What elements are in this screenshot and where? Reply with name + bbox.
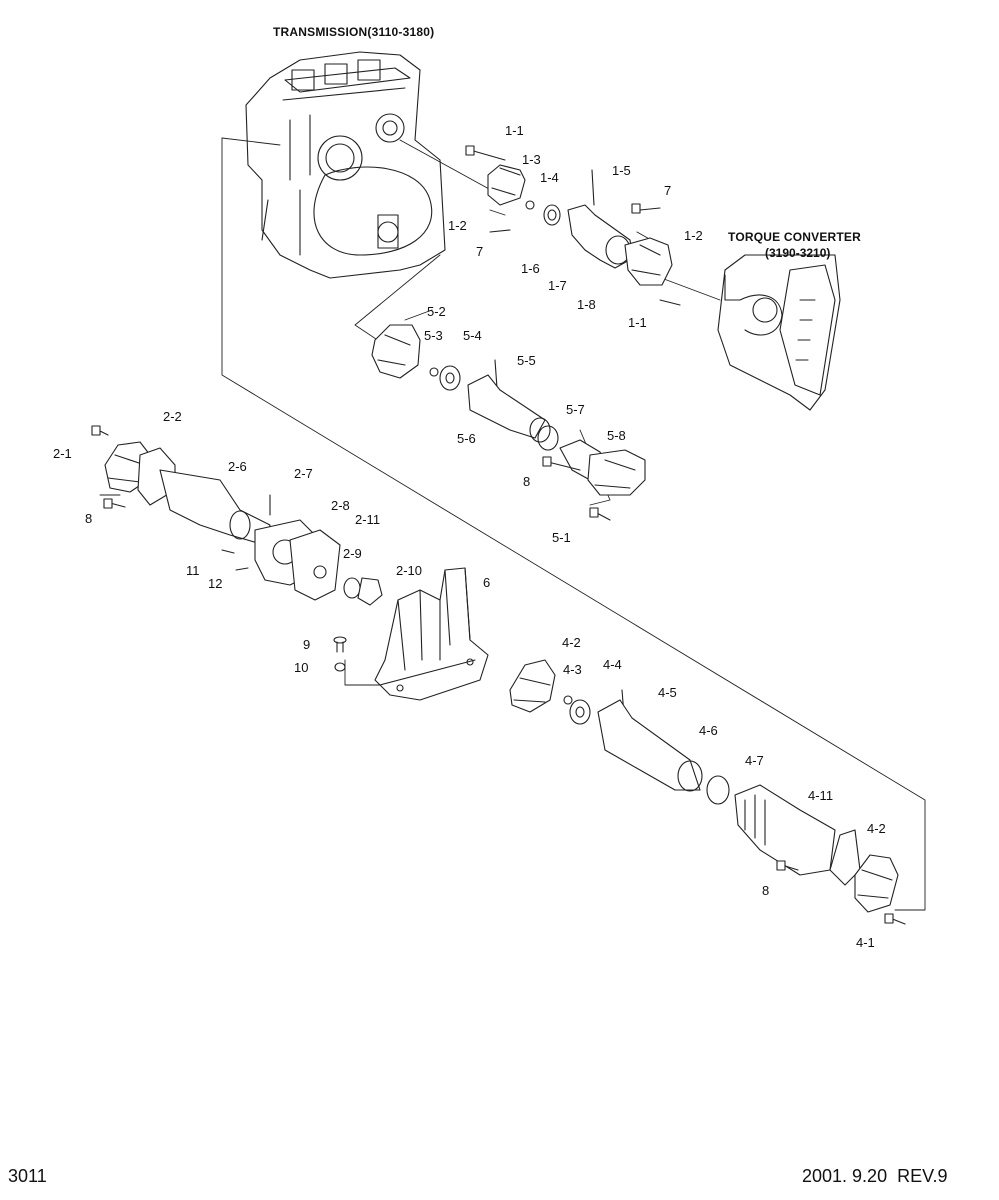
callout-4-4: 4-4	[603, 657, 622, 672]
shaft-group-5	[371, 324, 646, 521]
callout-4-5: 4-5	[658, 685, 677, 700]
callout-1-7: 1-7	[548, 278, 567, 293]
callout-4-11: 4-11	[808, 788, 834, 803]
callout-5-3: 5-3	[424, 328, 443, 343]
transmission-label: TRANSMISSION(3110-3180)	[273, 25, 435, 39]
callout-5-5: 5-5	[517, 353, 536, 368]
callout-7: 7	[476, 244, 484, 259]
callout-5-8: 5-8	[607, 428, 626, 443]
callout-1-4: 1-4	[540, 170, 559, 185]
callout-1-1: 1-1	[628, 315, 647, 330]
callout-1-8: 1-8	[577, 297, 596, 312]
shaft-group-2	[91, 425, 383, 606]
callout-1-6: 1-6	[521, 261, 540, 276]
revision-date: 2001. 9.20 REV.9	[802, 1166, 948, 1186]
callout-2-8: 2-8	[331, 498, 350, 513]
callout-1-1: 1-1	[505, 123, 524, 138]
callout-6: 6	[483, 575, 491, 590]
washer-10	[334, 662, 346, 672]
callout-4-6: 4-6	[699, 723, 718, 738]
callout-5-7: 5-7	[566, 402, 585, 417]
callout-1-5: 1-5	[612, 163, 631, 178]
callout-4-2: 4-2	[867, 821, 886, 836]
callout-5-2: 5-2	[427, 304, 446, 319]
callout-5-6: 5-6	[457, 431, 476, 446]
shaft-group-1	[465, 145, 681, 306]
callout-4-7: 4-7	[745, 753, 764, 768]
callout-2-9: 2-9	[343, 546, 362, 561]
callout-7: 7	[664, 183, 672, 198]
callout-5-1: 5-1	[552, 530, 571, 545]
callout-12: 12	[208, 576, 223, 591]
callout-1-3: 1-3	[522, 152, 541, 167]
callout-2-11: 2-11	[355, 512, 381, 527]
callout-2-6: 2-6	[228, 459, 247, 474]
callout-10: 10	[294, 660, 309, 675]
callout-2-1: 2-1	[53, 446, 72, 461]
shaft-group-4	[509, 659, 906, 925]
callout-8: 8	[85, 511, 93, 526]
support-bracket	[374, 567, 489, 701]
connection-lines	[99, 137, 926, 911]
torque-converter-range-label: (3190-3210)	[765, 246, 831, 260]
callout-8: 8	[523, 474, 531, 489]
callout-8: 8	[762, 883, 770, 898]
torque-converter-label: TORQUE CONVERTER	[728, 230, 861, 244]
callout-1-2: 1-2	[448, 218, 467, 233]
callout-2-2: 2-2	[163, 409, 182, 424]
callout-9: 9	[303, 637, 311, 652]
callout-4-1: 4-1	[856, 935, 875, 950]
callout-4-2: 4-2	[562, 635, 581, 650]
callout-5-4: 5-4	[463, 328, 482, 343]
transmission-housing	[245, 51, 446, 279]
callout-2-7: 2-7	[294, 466, 313, 481]
torque-converter-housing	[717, 254, 841, 411]
callout-11: 11	[186, 563, 200, 578]
callout-1-2: 1-2	[684, 228, 703, 243]
bolt-9	[333, 636, 347, 653]
page-number: 3011	[8, 1166, 47, 1186]
callout-4-3: 4-3	[563, 662, 582, 677]
callout-2-10: 2-10	[396, 563, 423, 578]
